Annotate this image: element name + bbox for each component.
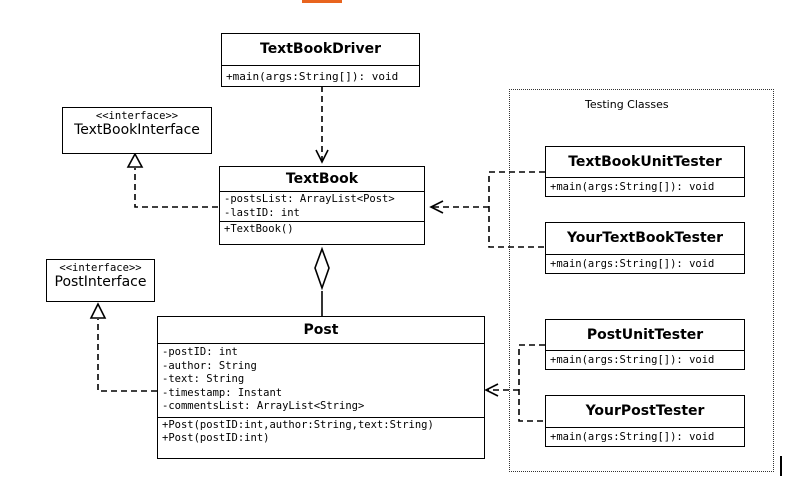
- textbook-methods: +TextBook(): [220, 222, 424, 238]
- textbook-driver-method: +main(args:String[]): void: [226, 70, 399, 83]
- post-unit-tester-class: PostUnitTester +main(args:String[]): voi…: [545, 319, 745, 370]
- textbook-name: TextBook: [220, 167, 424, 192]
- textbook-testers-arrowhead: [429, 200, 444, 214]
- textbook-method: +TextBook(): [224, 223, 294, 235]
- post-testers-bracket: [518, 344, 545, 422]
- post-attributes: -postID: int -author: String -text: Stri…: [158, 344, 484, 418]
- textbook-unit-tester-name: TextBookUnitTester: [546, 147, 744, 178]
- textbook-attributes: -postsList: ArrayList<Post> -lastID: int: [220, 192, 424, 222]
- textbook-interface-stereotype: <<interface>>: [95, 110, 179, 122]
- post-attr: -postID: int: [162, 346, 238, 358]
- post-attr: -timestamp: Instant: [162, 386, 283, 399]
- your-post-tester-name: YourPostTester: [546, 396, 744, 428]
- post-realization-triangle: [89, 302, 107, 319]
- post-method: +Post(postID:int): [162, 432, 270, 444]
- textbook-testers-bracket: [488, 171, 545, 248]
- post-unit-tester-name: PostUnitTester: [546, 320, 744, 351]
- text-cursor: [780, 456, 782, 476]
- post-attr: -author: String: [162, 359, 257, 372]
- post-interface-name: PostInterface: [54, 274, 147, 290]
- your-textbook-tester-class: YourTextBookTester +main(args:String[]):…: [545, 222, 745, 274]
- post-realization-line: [97, 319, 157, 392]
- textbook-class: TextBook -postsList: ArrayList<Post> -la…: [219, 166, 425, 245]
- testing-classes-label: Testing Classes: [585, 98, 669, 111]
- your-post-tester-class: YourPostTester +main(args:String[]): voi…: [545, 395, 745, 447]
- textbook-interface-name: TextBookInterface: [74, 122, 200, 138]
- textbook-unit-tester-class: TextBookUnitTester +main(args:String[]):…: [545, 146, 745, 197]
- post-method: +Post(postID:int,author:String,text:Stri…: [162, 418, 434, 431]
- textbook-driver-name: TextBookDriver: [222, 34, 419, 66]
- textbook-realization-line: [134, 168, 218, 208]
- testing-classes-package: [509, 89, 774, 472]
- textbook-attr: -lastID: int: [224, 206, 300, 219]
- textbook-attr: -postsList: ArrayList<Post>: [224, 193, 395, 205]
- your-textbook-tester-name: YourTextBookTester: [546, 223, 744, 255]
- post-methods: +Post(postID:int,author:String,text:Stri…: [158, 418, 484, 447]
- post-attr: -text: String: [162, 373, 245, 385]
- post-class: Post -postID: int -author: String -text:…: [157, 316, 485, 459]
- post-unit-tester-method: +main(args:String[]): void: [550, 354, 715, 366]
- aggregation-diamond: [314, 246, 330, 291]
- post-name: Post: [158, 317, 484, 344]
- your-textbook-tester-method: +main(args:String[]): void: [550, 258, 715, 270]
- your-post-tester-method: +main(args:String[]): void: [550, 431, 715, 443]
- textbook-realization-triangle: [126, 152, 144, 168]
- driver-dependency-arrowhead: [315, 149, 329, 164]
- post-attr: -commentsList: ArrayList<String>: [162, 400, 365, 412]
- post-testers-arrowhead: [484, 383, 499, 397]
- post-interface: <<interface>> PostInterface: [46, 259, 155, 302]
- post-interface-stereotype: <<interface>>: [59, 262, 142, 274]
- orange-title-fragment: [302, 0, 342, 3]
- textbook-unit-tester-method: +main(args:String[]): void: [550, 181, 715, 193]
- textbook-interface: <<interface>> TextBookInterface: [62, 107, 212, 154]
- textbook-driver-class: TextBookDriver +main(args:String[]): voi…: [221, 33, 420, 87]
